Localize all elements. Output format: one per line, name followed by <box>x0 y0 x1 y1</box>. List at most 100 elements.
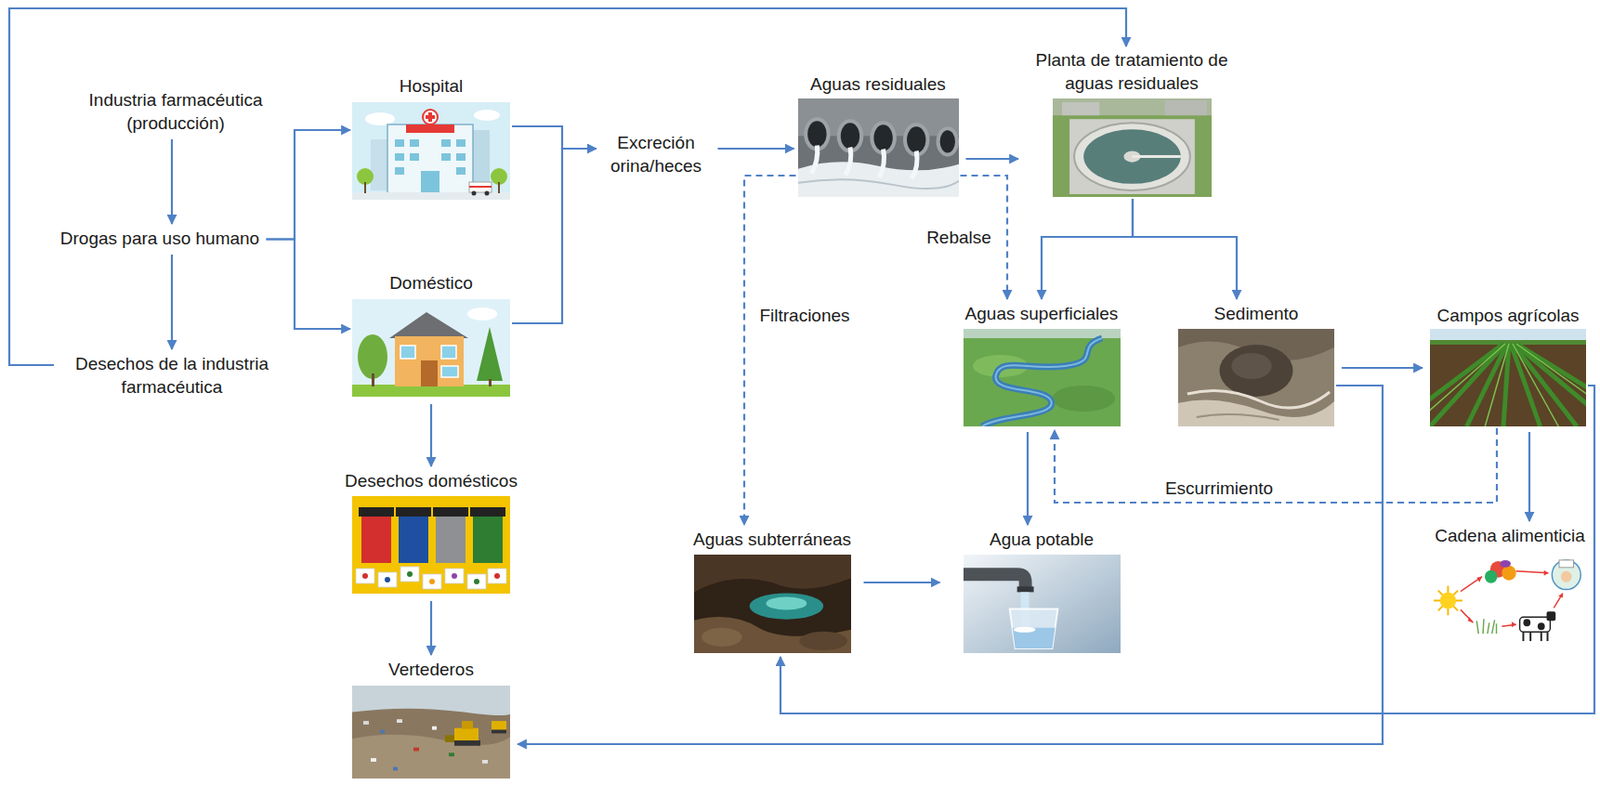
food-chain-picture-part-part <box>1476 620 1479 634</box>
house-picture <box>352 299 511 397</box>
node-title: Excreción orina/heces <box>603 131 710 178</box>
recycling-bins-picture-part-part <box>422 574 442 590</box>
sediment-picture-part <box>1219 344 1293 397</box>
node-title: Drogas para uso humano <box>60 227 260 251</box>
recycling-bins-picture-part <box>432 507 469 517</box>
recycling-bins-picture-part <box>361 514 392 564</box>
hospital-picture-part-part <box>456 153 466 161</box>
house-picture-part <box>441 366 459 378</box>
flow-arrow <box>1341 367 1423 369</box>
farm-field-picture-part-part <box>1503 343 1509 427</box>
node-title: Aguas residuales <box>810 73 946 97</box>
picture-node: Desechos domésticos <box>341 470 521 594</box>
node-title: Campos agrícolas <box>1436 304 1579 328</box>
farm-field-picture-part <box>1411 343 1600 427</box>
food-chain-picture-part <box>1559 560 1574 568</box>
sediment-picture-part <box>1231 353 1272 380</box>
tap-water-picture-part <box>1017 586 1035 592</box>
house-picture-part <box>488 379 492 387</box>
hospital-picture-part-part <box>394 139 405 147</box>
hospital-picture-part <box>472 191 477 197</box>
farm-field-picture-part-part <box>1484 343 1509 427</box>
landfill-picture-part-part <box>482 760 488 764</box>
process-label: Excreción orina/heces <box>600 131 713 179</box>
landfill-picture-part-part <box>396 719 403 723</box>
recycling-bins-picture-part-part <box>445 568 464 584</box>
landfill-picture-part <box>454 740 481 747</box>
food-chain-picture-part <box>1522 618 1531 627</box>
node-title: Cadena alimenticia <box>1434 524 1586 549</box>
sewage-pipes-picture-part <box>807 120 956 153</box>
house-picture-part <box>371 373 375 387</box>
river-picture-part <box>982 338 1102 427</box>
recycling-bins-picture-part <box>355 566 507 590</box>
food-chain-picture-part-part <box>1438 590 1458 612</box>
flow-arrow <box>9 8 1127 366</box>
food-chain-picture-part-part <box>1516 571 1549 574</box>
recycling-bins-picture-part-part <box>400 566 420 582</box>
house-picture-part <box>420 360 438 387</box>
food-chain-picture-part <box>1551 560 1581 591</box>
flow-arrow <box>1041 198 1133 300</box>
farm-field-picture-part-part <box>1467 343 1508 427</box>
node-title: Vertederos <box>388 658 474 682</box>
recycling-bins-picture-part <box>435 514 466 564</box>
sediment-picture <box>1178 328 1335 427</box>
food-chain-picture-part-part <box>1460 577 1482 592</box>
recycling-bins-picture-part <box>470 507 506 517</box>
farm-field-picture-part-part <box>1514 343 1600 427</box>
recycling-bins-picture-part-part <box>362 573 368 579</box>
picture-node: Agua potable <box>963 528 1121 654</box>
landfill-picture-part-part <box>370 758 377 762</box>
farm-field-picture-part <box>1392 343 1600 427</box>
treatment-plant-picture-part <box>1132 155 1181 158</box>
river-picture-part <box>982 338 1102 427</box>
flow-arrow <box>266 239 352 330</box>
food-chain-picture-part <box>1537 622 1546 630</box>
farm-field-picture <box>1392 328 1600 427</box>
food-chain-picture-part-part <box>1468 616 1474 623</box>
recycling-bins-picture-part-part <box>355 568 375 584</box>
house-picture-part <box>352 299 511 397</box>
food-chain-picture-part-part <box>1481 618 1484 634</box>
node-title: Doméstico <box>389 272 473 296</box>
landfill-picture-part-part <box>448 752 455 757</box>
food-chain-picture-part <box>1547 611 1557 621</box>
edge-label: Rebalse <box>923 226 995 250</box>
recycling-bins-picture-part <box>398 514 429 564</box>
picture-node: Cadena alimenticia <box>1431 524 1588 648</box>
flow-arrow <box>517 385 1383 745</box>
node-title: Aguas subterráneas <box>693 528 852 552</box>
hospital-picture-part <box>394 139 466 194</box>
food-chain-picture-part <box>1522 631 1548 642</box>
house-picture-part <box>357 334 388 380</box>
treatment-plant-picture-part <box>1074 122 1191 191</box>
house-picture-part <box>476 327 503 381</box>
flow-arrow <box>864 581 941 584</box>
node-title: Agua potable <box>989 528 1094 552</box>
drug-label: Drogas para uso humano <box>57 227 263 251</box>
sediment-picture-part <box>1196 414 1280 420</box>
food-chain-picture-part-part <box>1529 631 1532 642</box>
sediment-picture-part <box>1178 328 1335 427</box>
flow-arrow <box>1132 198 1237 300</box>
recycling-bins-picture-part-part <box>406 571 413 578</box>
landfill-picture-part <box>445 734 455 743</box>
treatment-plant-picture-part <box>1165 100 1207 116</box>
hospital-picture-part <box>473 109 500 121</box>
farm-field-picture-part <box>1429 328 1587 342</box>
hospital-picture-part <box>469 185 492 188</box>
node-title: Aguas superficiales <box>965 302 1119 327</box>
recycling-bins-picture-part-part <box>473 578 480 585</box>
flow-arrow <box>1026 432 1029 525</box>
food-chain-picture <box>1433 550 1587 648</box>
hospital-picture <box>352 102 511 200</box>
dashed-arrow <box>744 175 797 525</box>
hospital-picture-part <box>387 124 473 194</box>
dashed-arrow <box>1054 428 1497 503</box>
landfill-picture-part <box>454 728 479 741</box>
sewage-pipes-picture-part <box>798 98 959 197</box>
flow-arrow <box>430 601 433 656</box>
food-chain-picture-part-part <box>1544 570 1549 577</box>
